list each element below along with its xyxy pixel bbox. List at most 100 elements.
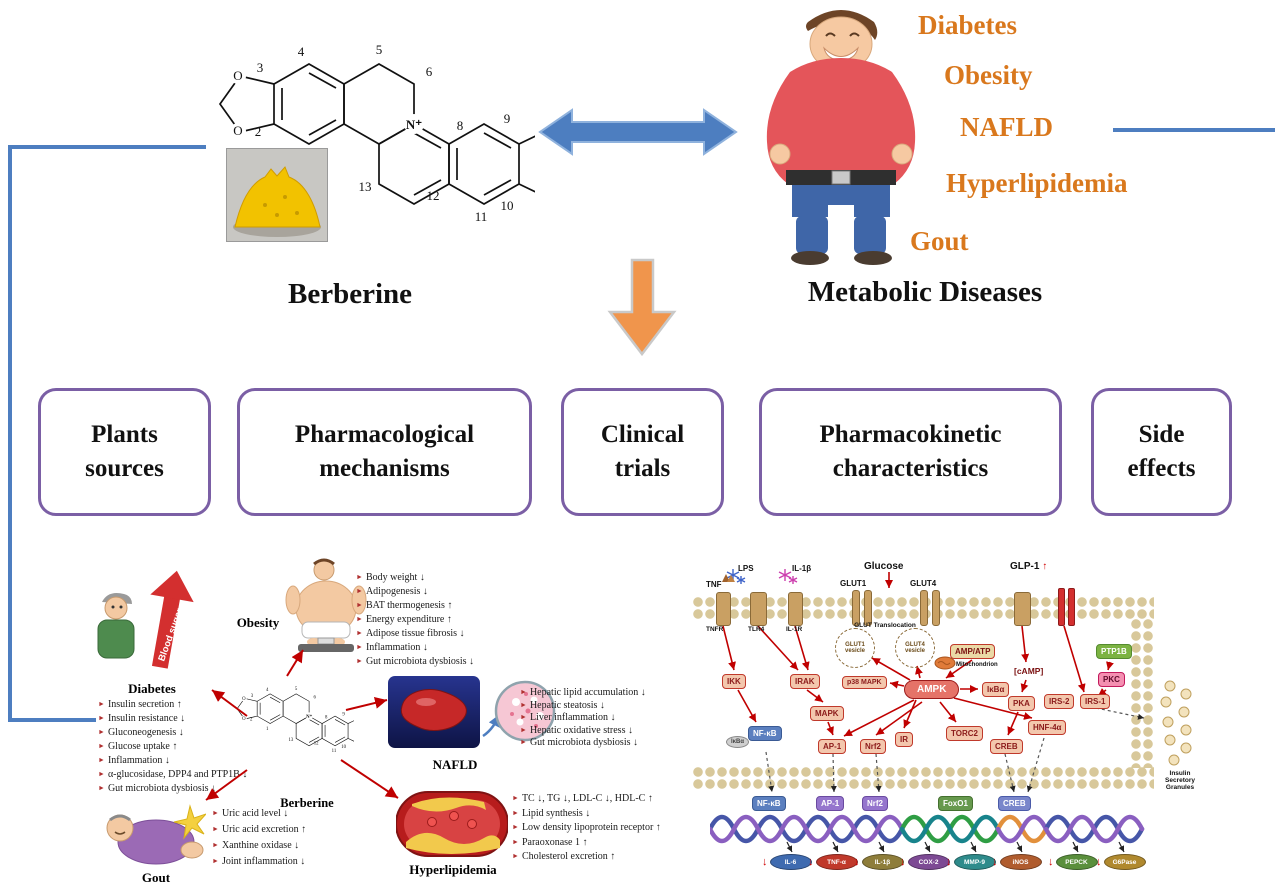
- gene-down-mark: ↓: [1048, 856, 1054, 868]
- gene-down-mark: ↓: [992, 856, 998, 868]
- insulin-granules-label: Insulin Secretory Granules: [1165, 770, 1195, 791]
- box-line: Plants: [91, 421, 158, 448]
- glut-translocation-label: GLUT Translocation: [854, 622, 916, 629]
- list-item: Gut microbiota dysbiosis ↓: [520, 737, 646, 750]
- gene-item: ↓ G6Pase: [1096, 854, 1146, 870]
- ligand-glp1: GLP-1 ↑: [1010, 561, 1047, 572]
- cell-membrane-bottom: [692, 766, 1154, 790]
- list-item: Cholesterol excretion ↑: [512, 850, 661, 865]
- n-plus-label: N⁺: [406, 117, 422, 132]
- list-item: Glucose uptake ↑: [98, 740, 247, 754]
- gene-down-mark: ↓: [900, 856, 906, 868]
- receptor-il1r: [788, 592, 803, 626]
- list-item: Insulin resistance ↓: [98, 712, 247, 726]
- mitochondrion-icon: [934, 656, 956, 670]
- box-line: Clinical: [600, 421, 685, 448]
- bracket-line-left: [8, 145, 12, 722]
- list-item: TC ↓, TG ↓, LDL-C ↓, HDL-C ↑: [512, 792, 661, 807]
- list-item: Hepatic steatosis ↓: [520, 700, 646, 713]
- node-irak: IRAK: [790, 674, 820, 689]
- list-item: Adipogenesis ↓: [356, 585, 474, 599]
- list-item: Hepatic oxidative stress ↓: [520, 725, 646, 738]
- disease-obesity: Obesity: [944, 60, 1033, 90]
- node-ap1: AP-1: [818, 739, 847, 754]
- gene-inos: iNOS: [999, 854, 1042, 870]
- mech-nafld-label: NAFLD: [432, 757, 478, 772]
- gene-pepck: PEPCK: [1055, 854, 1098, 870]
- receptor-label-il1r: IL-1R: [786, 626, 803, 633]
- node-nrf2: Nrf2: [860, 739, 887, 754]
- box-line: trials: [614, 455, 671, 482]
- insulin-receptor-bar: [1058, 588, 1065, 626]
- gene-down-mark: ↓: [946, 856, 952, 868]
- list-item: Uric acid excretion ↑: [212, 822, 306, 838]
- mech-obesity-label: Obesity: [236, 615, 280, 630]
- box-pharmacological-mechanisms: Pharmacological mechanisms: [237, 388, 532, 516]
- gene-item: ↓ iNOS: [992, 854, 1042, 870]
- disease-gout: Gout: [910, 226, 969, 256]
- connector-line-right: [1113, 128, 1275, 132]
- node-creb: CREB: [990, 739, 1023, 754]
- mech-gout-label: Gout: [141, 870, 171, 885]
- glut4-channel: [920, 590, 928, 626]
- disease-nafld: NAFLD: [960, 112, 1053, 142]
- hyperlipidemia-effects-list: TC ↓, TG ↓, LDL-C ↓, HDL-C ↑ Lipid synth…: [512, 792, 661, 865]
- disease-hyperlipidemia: Hyperlipidemia: [946, 168, 1128, 198]
- list-item: Gut microbiota dysbiosis ↓: [356, 655, 474, 669]
- gene-down-mark: ↓: [1096, 856, 1102, 868]
- atom-number-8: 8: [457, 118, 464, 133]
- atom-number-12: 12: [427, 188, 440, 203]
- bracket-line-top: [8, 145, 206, 149]
- list-item: Xanthine oxidase ↓: [212, 838, 306, 854]
- list-item: Lipid synthesis ↓: [512, 807, 661, 822]
- insulin-granules-icon: [1160, 680, 1192, 766]
- node-ptp1b: PTP1B: [1096, 644, 1132, 659]
- ligand-lps: LPS: [738, 564, 754, 573]
- list-item: Insulin secretion ↑: [98, 698, 247, 712]
- node-irs2: IRS-2: [1044, 694, 1075, 709]
- box-line: effects: [1127, 455, 1196, 482]
- double-arrow: [538, 108, 738, 156]
- disease-diabetes: Diabetes: [918, 10, 1017, 40]
- list-item: Adipose tissue fibrosis ↓: [356, 627, 474, 641]
- glp1-receptor-gpcr: [1014, 592, 1031, 626]
- camp-label: [cAMP]: [1014, 666, 1044, 676]
- atom-number-6: 6: [426, 64, 433, 79]
- glut1-channel: [852, 590, 860, 626]
- box-line: Side: [1138, 421, 1185, 448]
- diabetes-cartoon: Blood sugar: [97, 570, 194, 669]
- node-p38-mapk: p38 MAPK: [842, 676, 887, 689]
- gene-down-mark: ↓: [762, 856, 768, 868]
- insulin-receptor-bar: [1068, 588, 1075, 626]
- list-item: Hepatic lipid accumulation ↓: [520, 687, 646, 700]
- node-hnf4a: HNF-4α: [1028, 720, 1067, 735]
- atom-number-2: 2: [255, 124, 262, 139]
- berberine-title: Berberine: [287, 278, 412, 310]
- box-line: mechanisms: [319, 455, 450, 482]
- gene-il6: IL-6: [769, 854, 812, 870]
- dna-helix: [710, 814, 1145, 844]
- gene-g6pase: G6Pase: [1103, 854, 1146, 870]
- box-side-effects: Side effects: [1091, 388, 1232, 516]
- tf-creb: CREB: [998, 796, 1031, 811]
- gene-down-mark: ↓: [854, 856, 860, 868]
- mech-hyperlipidemia-label: Hyperlipidemia: [409, 862, 497, 877]
- list-item: Gluconeogenesis ↓: [98, 726, 247, 740]
- node-torc2: TORC2: [946, 726, 983, 741]
- gene-item: ↓ IL-6: [762, 854, 812, 870]
- gene-tnfa: TNF-α: [815, 854, 858, 870]
- node-ikk: IKK: [722, 674, 746, 689]
- down-arrow-orange: [607, 258, 677, 357]
- atom-number-9: 9: [504, 111, 511, 126]
- node-mapk: MAPK: [810, 706, 844, 721]
- gene-item: ↓ COX-2: [900, 854, 950, 870]
- node-ampk: AMPK: [904, 680, 960, 699]
- receptor-tlr4: [750, 592, 767, 626]
- glut4-vesicle: GLUT4 vesicle: [895, 628, 935, 668]
- list-item: Gut microbiota dysbiosis ↓: [98, 782, 247, 796]
- nafld-effects-list: Hepatic lipid accumulation ↓ Hepatic ste…: [520, 687, 646, 750]
- box-line: sources: [85, 455, 164, 482]
- tf-foxo1: FoxO1: [938, 796, 973, 811]
- node-pkc: PKC: [1098, 672, 1125, 687]
- list-item: Paraoxonase 1 ↑: [512, 836, 661, 851]
